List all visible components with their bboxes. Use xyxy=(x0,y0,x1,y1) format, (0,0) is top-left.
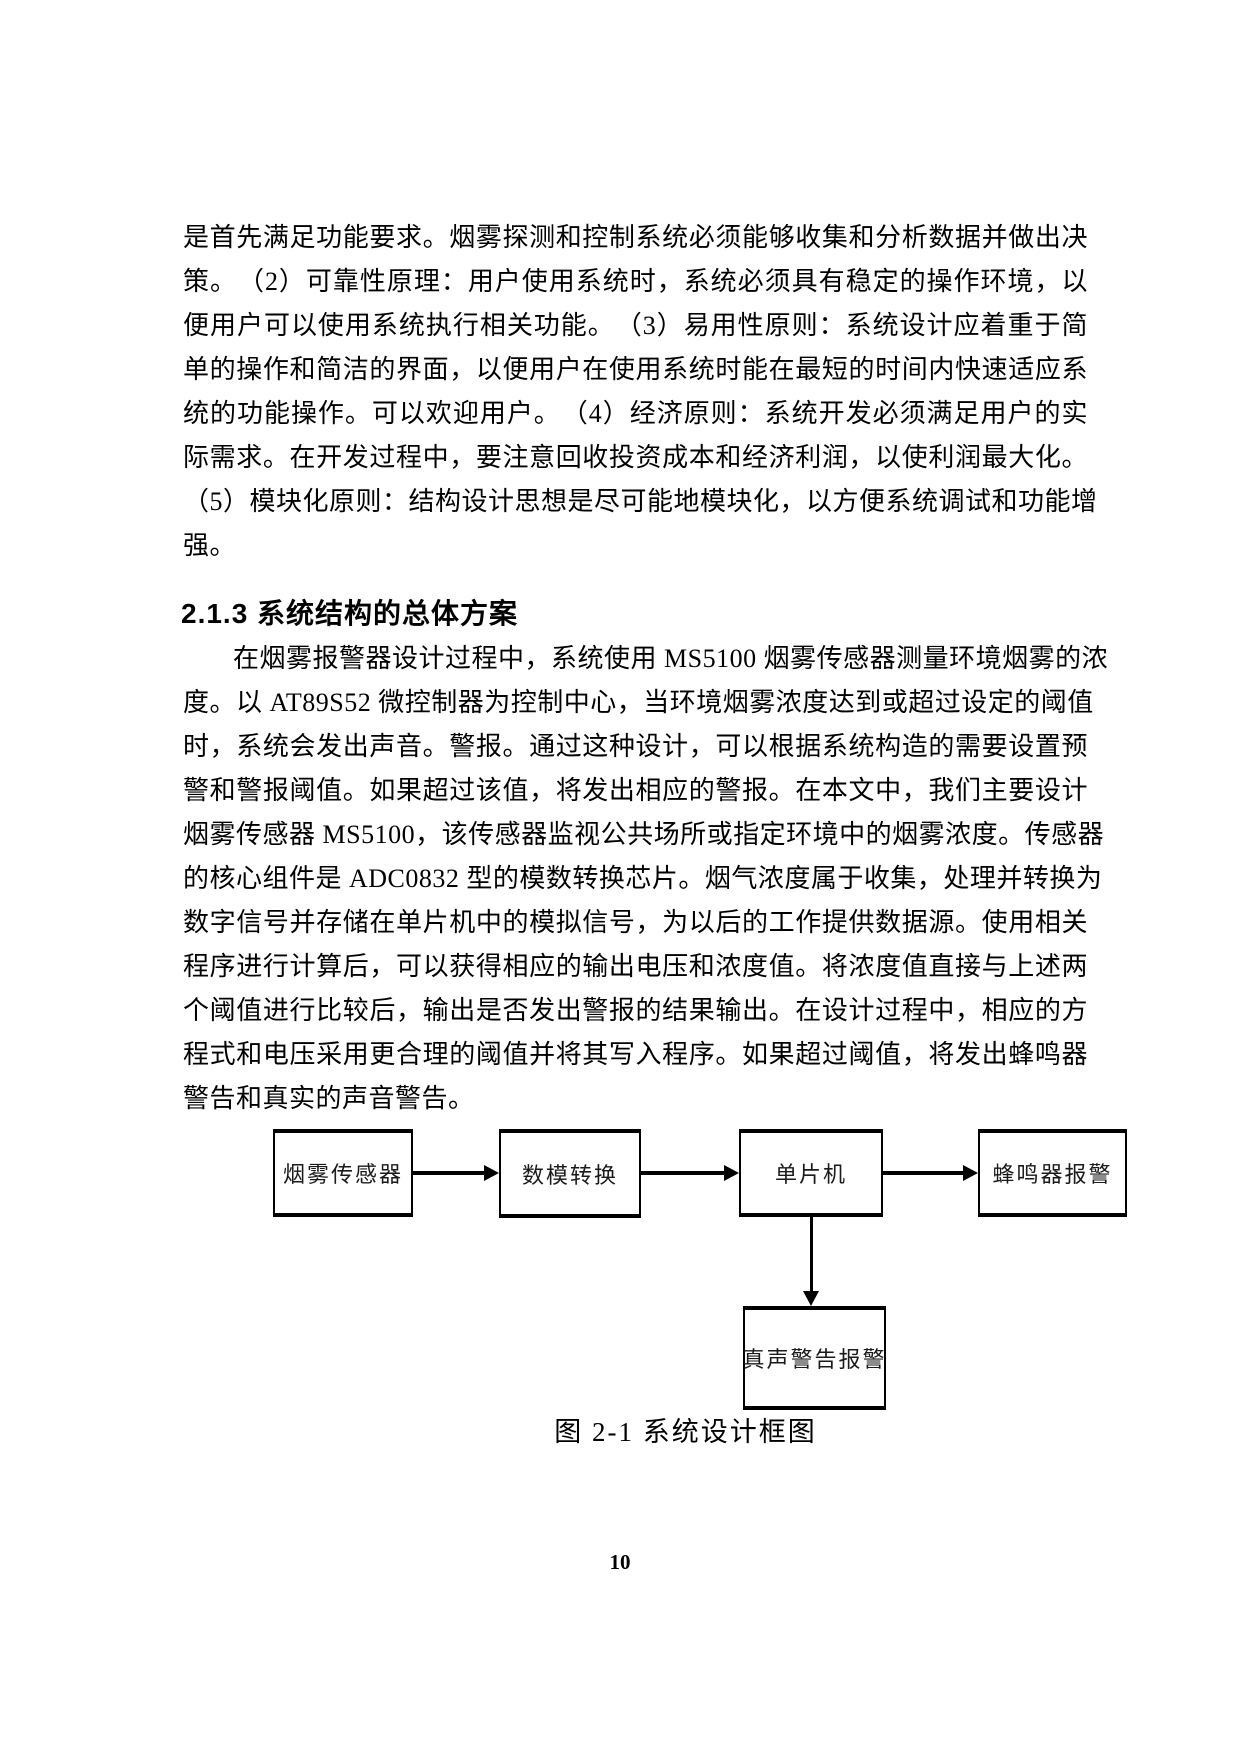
diagram-box-smoke-sensor: 烟雾传感器 xyxy=(273,1129,413,1217)
text-line: 时，系统会发出声音。警报。通过这种设计，可以根据系统构造的需要设置预 xyxy=(183,732,1088,761)
arrow-right-icon xyxy=(963,1165,978,1181)
section-heading: 2.1.3 系统结构的总体方案 xyxy=(181,598,519,629)
text-line: 在烟雾报警器设计过程中，系统使用 MS5100 烟雾传感器测量环境烟雾的浓 xyxy=(233,644,1109,673)
figure-caption: 图 2-1 系统设计框图 xyxy=(554,1417,817,1447)
arrow-mcu-to-voice-shaft xyxy=(810,1217,813,1292)
text-line: 是首先满足功能要求。烟雾探测和控制系统必须能够收集和分析数据并做出决 xyxy=(183,223,1088,252)
text-line: 单的操作和简洁的界面，以便用户在使用系统时能在最短的时间内快速适应系 xyxy=(183,355,1088,384)
text-line: 的核心组件是 ADC0832 型的模数转换芯片。烟气浓度属于收集，处理并转换为 xyxy=(183,864,1103,893)
text-line: 强。 xyxy=(183,531,237,560)
arrow-da-to-mcu-shaft xyxy=(641,1171,726,1175)
arrow-down-icon xyxy=(803,1291,819,1306)
diagram-box-mcu: 单片机 xyxy=(739,1129,883,1217)
text-line: 个阈值进行比较后，输出是否发出警报的结果输出。在设计过程中，相应的方 xyxy=(183,996,1088,1025)
diagram-box-da-conversion: 数模转换 xyxy=(499,1129,641,1218)
intro-paragraph: 是首先满足功能要求。烟雾探测和控制系统必须能够收集和分析数据并做出决 策。 （2… xyxy=(183,216,1098,568)
text-line: 数字信号并存储在单片机中的模拟信号，为以后的工作提供数据源。使用相关 xyxy=(183,908,1088,937)
text-line: 烟雾传感器 MS5100，该传感器监视公共场所或指定环境中的烟雾浓度。传感器 xyxy=(183,820,1105,849)
text-line: 便用户可以使用系统执行相关功能。 （3）易用性原则：系统设计应着重于简 xyxy=(183,311,1088,340)
text-line: （5）模块化原则：结构设计思想是尽可能地模块化，以方便系统调试和功能增 xyxy=(183,487,1098,516)
text-line: 际需求。在开发过程中，要注意回收投资成本和经济利润，以使利润最大化。 xyxy=(183,443,1088,472)
diagram-box-buzzer-alarm: 蜂鸣器报警 xyxy=(978,1129,1127,1217)
arrow-right-icon xyxy=(484,1165,499,1181)
body-paragraph: 在烟雾报警器设计过程中，系统使用 MS5100 烟雾传感器测量环境烟雾的浓 度。… xyxy=(183,637,1109,1121)
text-line: 警和警报阈值。如果超过该值，将发出相应的警报。在本文中，我们主要设计 xyxy=(183,776,1088,805)
arrow-right-icon xyxy=(724,1165,739,1181)
text-line: 程式和电压采用更合理的阈值并将其写入程序。如果超过阈值，将发出蜂鸣器 xyxy=(183,1040,1088,1069)
text-line: 程序进行计算后，可以获得相应的输出电压和浓度值。将浓度值直接与上述两 xyxy=(183,952,1088,981)
text-line: 统的功能操作。可以欢迎用户。 （4）经济原则：系统开发必须满足用户的实 xyxy=(183,399,1088,428)
page-number: 10 xyxy=(609,1550,631,1574)
text-line: 警告和真实的声音警告。 xyxy=(183,1084,475,1113)
arrow-mcu-to-buzzer-shaft xyxy=(883,1171,965,1175)
text-line: 度。以 AT89S52 微控制器为控制中心，当环境烟雾浓度达到或超过设定的阈值 xyxy=(183,688,1094,717)
text-line: 策。 （2）可靠性原理：用户使用系统时，系统必须具有稳定的操作环境，以 xyxy=(183,267,1088,296)
diagram-box-voice-alarm: 真声警告报警 xyxy=(743,1306,886,1410)
arrow-sensor-to-da-shaft xyxy=(413,1171,486,1175)
